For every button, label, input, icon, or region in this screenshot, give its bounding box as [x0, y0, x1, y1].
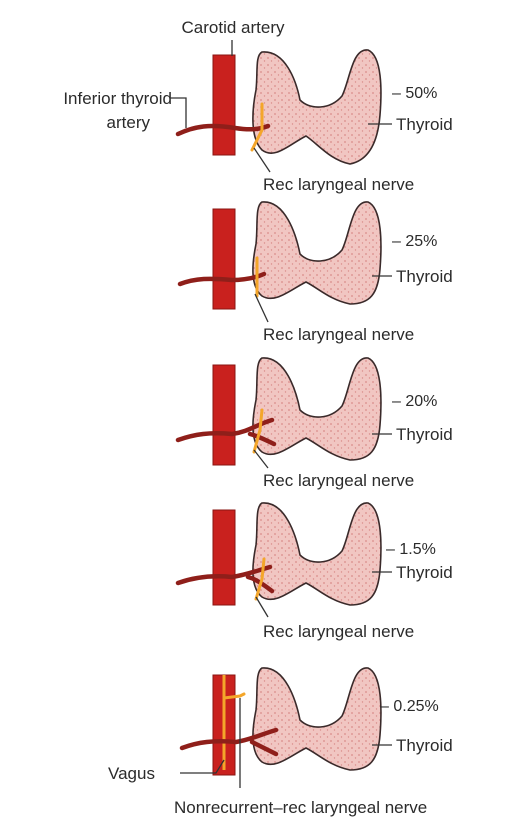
thyroid-gland — [253, 50, 381, 164]
nerve-label: Rec laryngeal nerve — [263, 471, 414, 490]
variant-3: – 20% Thyroid Rec laryngeal nerve — [178, 358, 453, 490]
thyroid-gland — [253, 202, 381, 304]
inferior-thyroid-label-line2: artery — [107, 113, 151, 132]
nerve-label: Rec laryngeal nerve — [263, 175, 414, 194]
carotid-artery — [213, 510, 235, 605]
percentage-label: – 50% — [392, 85, 437, 102]
nerve-label: Rec laryngeal nerve — [263, 325, 414, 344]
nonrecurrent-label: Nonrecurrent–rec laryngeal nerve — [174, 798, 427, 817]
percentage-label: – 0.25% — [380, 698, 439, 715]
thyroid-label: Thyroid — [396, 563, 453, 582]
nerve-label: Rec laryngeal nerve — [263, 622, 414, 641]
variant-2: – 25% Thyroid Rec laryngeal nerve — [180, 202, 453, 344]
variant-4: – 1.5% Thyroid Rec laryngeal nerve — [178, 503, 453, 641]
thyroid-label: Thyroid — [396, 736, 453, 755]
carotid-artery — [213, 55, 235, 155]
carotid-artery-label: Carotid artery — [182, 18, 285, 37]
percentage-label: – 1.5% — [386, 541, 436, 558]
percentage-label: – 25% — [392, 233, 437, 250]
thyroid-label: Thyroid — [396, 115, 453, 134]
nerve-leader — [256, 597, 268, 617]
inferior-thyroid-leader — [170, 98, 186, 128]
variant-5: – 0.25% Thyroid Vagus Nonrecurrent–rec l… — [108, 668, 453, 817]
vagus-label: Vagus — [108, 764, 155, 783]
carotid-artery — [213, 209, 235, 309]
carotid-artery — [213, 365, 235, 465]
thyroid-gland — [253, 668, 381, 770]
variant-1: Carotid artery Inferior thyroid artery –… — [63, 18, 452, 194]
thyroid-label: Thyroid — [396, 267, 453, 286]
thyroid-label: Thyroid — [396, 425, 453, 444]
inferior-thyroid-label: Inferior thyroid — [63, 89, 172, 108]
percentage-label: – 20% — [392, 393, 437, 410]
